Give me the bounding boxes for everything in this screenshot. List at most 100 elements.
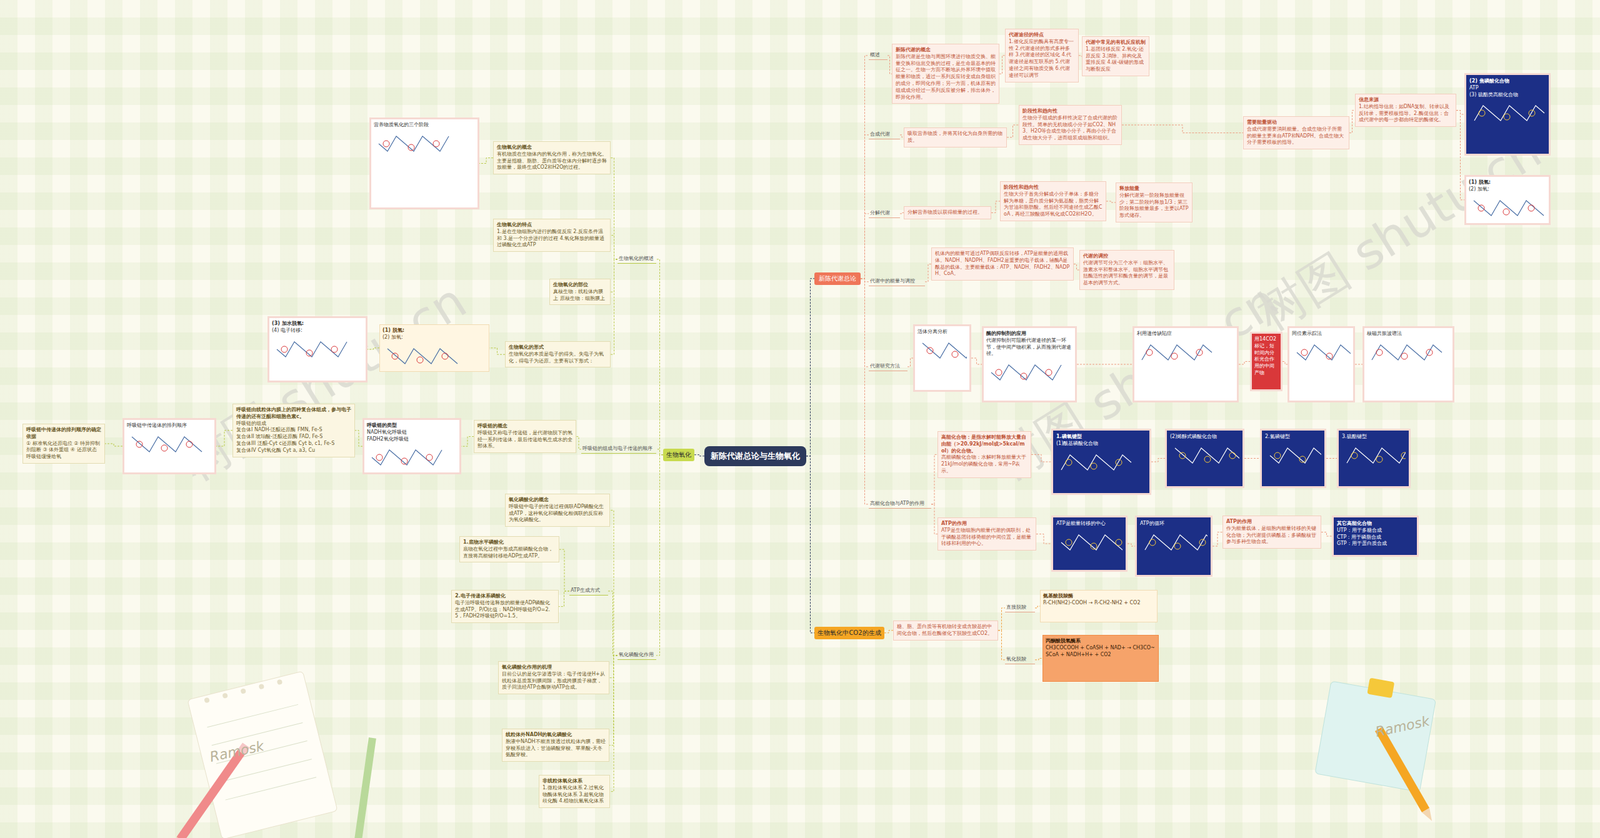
mind-map-node: 糖、脂、蛋白质等有机物转变成含羧基的中间化合物，然后在酶催化下脱羧生成CO2。 xyxy=(893,620,999,641)
mind-map-node: 生物氧化的部位真核生物：线粒体内膜上 原核生物：细胞膜上 xyxy=(549,278,611,305)
node-text: 分解代谢第一阶段释放能量很少；第二阶段约释放1/3；第三阶段释放能量最多，主要以… xyxy=(1119,192,1189,220)
node-text: 活体分离分析 xyxy=(917,328,967,336)
notepad-left xyxy=(187,671,338,838)
node-text: 1.结构指导信息：如DNA复制、转录以及反转录，需要模板指导。2.酶促信息：合成… xyxy=(1358,103,1453,124)
mind-map-node: 1.磷氧键型(1)酰基磷酸化合物 xyxy=(1051,428,1152,495)
connector xyxy=(1106,201,1116,203)
connector xyxy=(887,55,892,74)
node-heading: 代谢中常见的有机反应机制 xyxy=(1085,39,1146,47)
connector xyxy=(656,449,664,455)
mind-map-node: 呼吸链由线粒体内膜上的四种复合体组成，参与电子传递的还有泛醌和细胞色素c。呼吸链… xyxy=(232,403,355,458)
node-text: 氧化脱羧 xyxy=(1006,656,1034,664)
node-text: ① 标准氧化还原电位 ② 特异抑制剂阻断 ③ 体外重组 ④ 还原状态呼吸链缓慢给… xyxy=(26,440,102,461)
node-text: 有机物质在生物体内的氧化作用，称为生物氧化。主要是指糖、脂肪、蛋白质等在体内分解… xyxy=(496,151,607,172)
node-heading: (1) 脱氢: xyxy=(1468,179,1547,187)
connector xyxy=(1036,534,1052,544)
node-text: 生物氧化 xyxy=(666,450,692,460)
node-text: 复合体IV Cyt氧化酶 Cyt a, a3, Cu xyxy=(236,447,352,455)
node-text: 3.硫酯键型 xyxy=(1341,433,1406,441)
mind-map-node: 2.电子传递体系磷酸化电子沿呼吸链传递释放的能量使ADP磷酸化生成ATP。P/O… xyxy=(451,590,559,624)
mind-map-node: ATP的作用ATP是生物细胞内能量代谢的偶联剂，处于磷酸基团转移势能的中间位置，… xyxy=(937,517,1037,551)
pencil-green xyxy=(352,737,377,838)
mind-map-node: 阶段性和趋向性生物分子组成的多样性决定了合成代谢的阶段性。简单的无机物或小分子如… xyxy=(1018,105,1122,145)
mind-map-node: 呼吸链中传递体的排列顺序的确定依据① 标准氧化还原电位 ② 特异抑制剂阻断 ③ … xyxy=(22,423,105,464)
connector xyxy=(608,591,618,656)
node-heading: 丙酮酸脱氢酶系 xyxy=(1045,638,1156,645)
illustration xyxy=(1170,443,1240,469)
connector xyxy=(1326,458,1337,459)
topic-label: 氧化脱羧 xyxy=(1005,655,1035,665)
topic-label: ATP生成方式 xyxy=(569,586,609,596)
node-text: 复合体I NADH-泛醌还原酶 FMN, Fe-S xyxy=(236,426,352,434)
illustration xyxy=(986,360,1073,385)
topic-label: 代谢研究方法 xyxy=(868,362,908,372)
connector xyxy=(860,278,869,505)
node-text: 1.基团转移反应 2.氧化-还原反应 3.消除、异构化及重排反应 4.碳-碳键的… xyxy=(1085,46,1146,74)
connector xyxy=(479,158,494,164)
illustration xyxy=(1468,195,1547,221)
node-text: (2) 加氧: xyxy=(1468,186,1547,194)
connector xyxy=(1244,458,1260,459)
mind-map-node: 释放能量分解代谢第一阶段释放能量很少；第二阶段约释放1/3；第三阶段释放能量最多… xyxy=(1115,182,1193,223)
node-text: 胞液中NADH不能直接透过线粒体内膜，需经穿梭系统进入：甘油磷酸穿梭、苹果酸-天… xyxy=(505,738,606,759)
mind-map-node: 新陈代谢总论与生物氧化 xyxy=(704,446,807,467)
connector xyxy=(1238,361,1250,365)
illustration xyxy=(917,338,967,364)
notepad-right xyxy=(1315,671,1438,792)
illustration xyxy=(1136,340,1235,365)
mind-map-node: 需要能量驱动合成代谢需要消耗能量。合成生物分子所需的能量主要来自ATP和NADP… xyxy=(1243,116,1350,150)
mind-map-node: 呼吸链的概念呼吸链又称电子传递链，是代谢物脱下的氢经一系列传递体，最后传递给氧生… xyxy=(473,420,577,454)
mind-map-node: 氧化磷酸化的概念呼吸链中电子的传递过程偶联ADP磷酸化生成ATP，这种氧化和磷酸… xyxy=(505,493,610,527)
node-heading: 新陈代谢的概念 xyxy=(895,46,996,54)
mind-map-node: 2.氮磷键型 xyxy=(1260,428,1327,489)
connector xyxy=(1212,532,1223,547)
mind-map-node: 生物氧化的特点1.是在生物细胞内进行的酶促反应 2.反应条件温和 3.是一个分步… xyxy=(493,218,611,252)
node-heading: 高能化合物：是指水解时能释放大量自由能（>20.92kJ/mol或>5kcal/… xyxy=(941,434,1028,455)
connector xyxy=(860,213,869,279)
node-heading: ATP的作用 xyxy=(1226,518,1318,526)
node-text: UTP：用于多糖合成 xyxy=(1336,527,1414,535)
connector xyxy=(1073,264,1080,270)
node-text: 呼吸链的组成 xyxy=(236,420,352,428)
connector xyxy=(884,630,894,634)
node-text: 新陈代谢总论与生物氧化 xyxy=(709,450,802,462)
connector xyxy=(1355,364,1363,365)
node-text: 2.氮磷键型 xyxy=(1265,433,1322,441)
mind-map-node: 生物氧化的概念有机物质在生物体内的氧化作用，称为生物氧化。主要是指糖、脂肪、蛋白… xyxy=(493,141,611,175)
mind-map-node: 生物氧化 xyxy=(663,448,695,462)
connector xyxy=(907,358,914,367)
mind-map-node: 非线粒体氧化体系1.微粒体氧化体系 2.过氧化物酶体氧化体系 3.超氧化物歧化酶… xyxy=(538,775,610,809)
topic-label: 合成代谢 xyxy=(868,130,900,140)
illustration xyxy=(373,131,475,157)
mind-map-node: 用14CO2标记，短时间内分析光合作用的中间产物 xyxy=(1250,331,1283,392)
node-text: 目前公认的是化学渗透学说：电子传递使H+从线粒体基质泵到膜间隙，形成跨膜质子梯度… xyxy=(501,671,606,692)
node-text: 合成代谢需要消耗能量。合成生物分子所需的能量主要来自ATP和NADPH。合成生物… xyxy=(1246,126,1346,147)
node-text: 分解营养物质以获得能量的过程。 xyxy=(907,209,988,217)
node-text: (3) 硫酯类高能化合物 xyxy=(1469,91,1546,99)
node-heading: 氧化磷酸化作用的机理 xyxy=(501,664,606,672)
mind-map-node: 生物氧化的形式生物氧化的本质是电子的得失。失电子为氧化，得电子为还原。主要有以下… xyxy=(505,341,611,368)
node-heading: 2.电子传递体系磷酸化 xyxy=(455,593,555,600)
node-text: 1.催化反应的酶具有高度专一性 2.代谢途径的形式多种多样 3.代谢途径的区域化… xyxy=(1008,38,1075,80)
node-text: (2)烯醇式磷酸化合物 xyxy=(1170,433,1240,441)
node-text: 分解代谢 xyxy=(870,210,899,217)
connector xyxy=(461,436,474,447)
topic-label: 氧化磷酸化作用 xyxy=(617,651,657,660)
mind-map-node: (2)烯醇式磷酸化合物 xyxy=(1165,428,1245,489)
node-heading: 呼吸链由线粒体内膜上的四种复合体组成，参与电子传递的还有泛醌和细胞色素c。 xyxy=(236,406,352,421)
illustration xyxy=(1341,443,1406,469)
node-text: NADH氧化呼吸链 xyxy=(366,429,457,437)
connector xyxy=(931,504,938,535)
mind-map-node: 活体分离分析 xyxy=(913,324,972,392)
topic-label: 直接脱羧 xyxy=(1005,603,1035,613)
node-text: 生物氧化的概述 xyxy=(618,255,655,263)
node-heading: 生物氧化的部位 xyxy=(553,281,607,289)
node-text: 呼吸链的组成与电子传递的顺序 xyxy=(582,445,655,453)
connector xyxy=(558,591,570,607)
illustration xyxy=(1265,443,1322,469)
mind-map-node: 营养物质氧化的三个阶段 xyxy=(369,117,480,210)
connector xyxy=(991,201,1000,213)
connector xyxy=(1349,110,1355,134)
topic-label: 呼吸链的组成与电子传递的顺序 xyxy=(581,445,657,454)
mind-map-node: ATP的循环 xyxy=(1135,515,1213,577)
